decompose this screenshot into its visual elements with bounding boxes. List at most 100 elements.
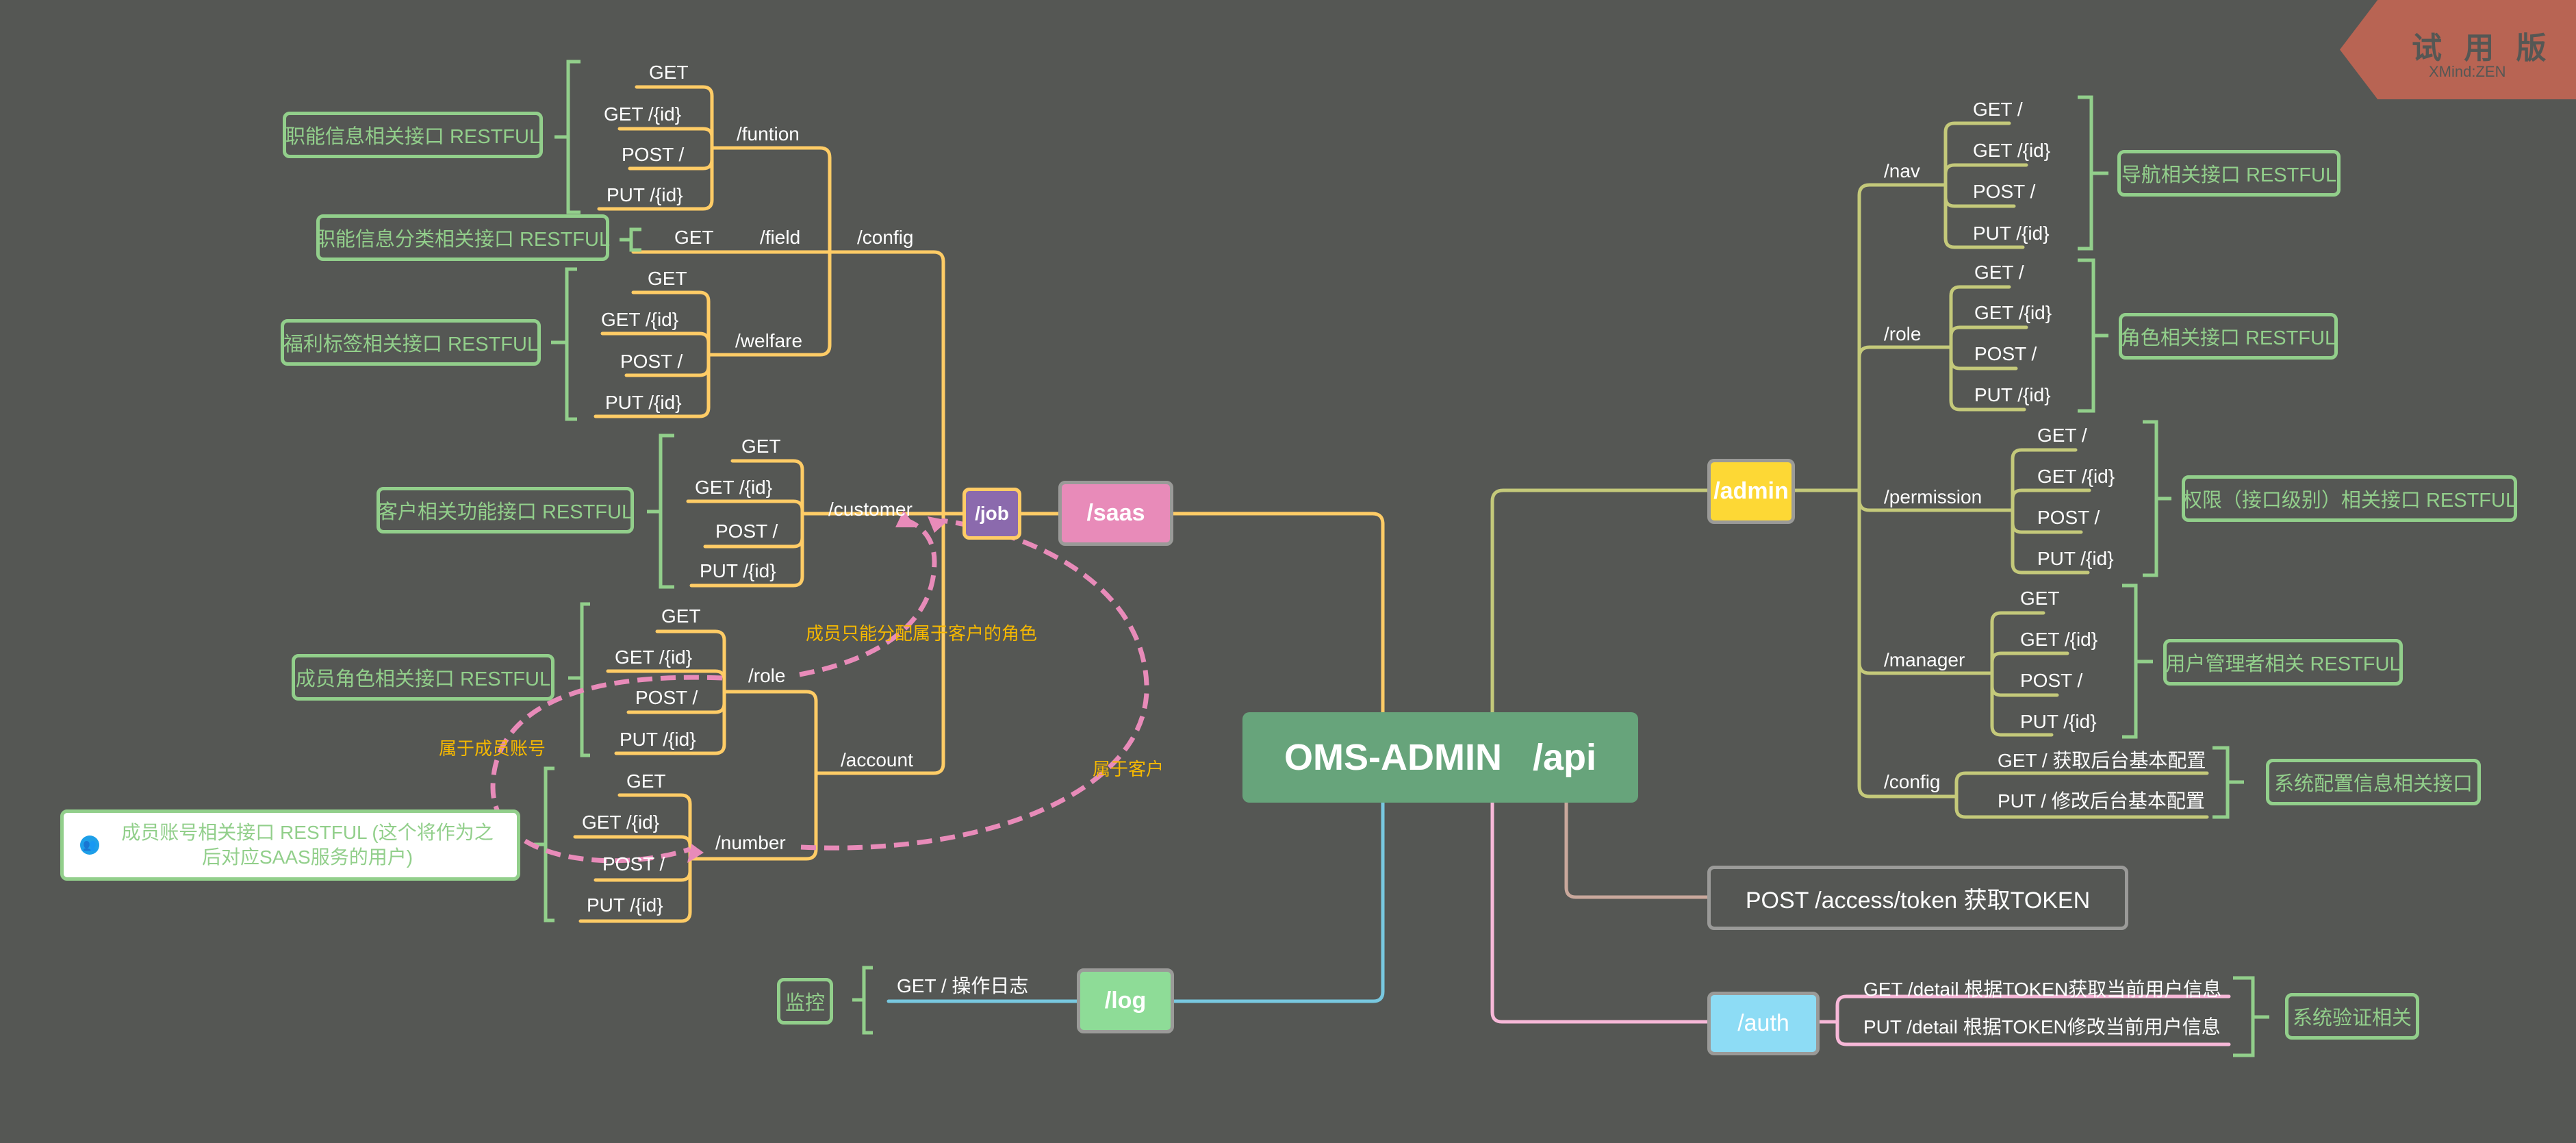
edge-root-auth: [1490, 799, 1711, 1024]
relation-label-role-number[interactable]: 属于成员账号: [439, 738, 546, 759]
summary-log[interactable]: 监控: [777, 978, 833, 1025]
edge-root-saas: [1170, 512, 1385, 714]
bracket-log: [852, 966, 873, 1035]
method-item[interactable]: GET: [649, 62, 689, 83]
method-item[interactable]: POST /: [2037, 507, 2100, 528]
summary-config[interactable]: 系统配置信息相关接口: [2266, 759, 2481, 805]
method-item[interactable]: PUT /{id}: [2020, 711, 2097, 732]
method-item[interactable]: GET /{id}: [2020, 629, 2098, 650]
job-customer-label[interactable]: /customer: [828, 499, 913, 520]
job-funtion-label[interactable]: /funtion: [737, 123, 800, 145]
method-item[interactable]: GET: [674, 227, 714, 248]
job-account-label[interactable]: /account: [841, 749, 913, 770]
auth-node[interactable]: /auth: [1707, 992, 1820, 1055]
admin-permission-label[interactable]: /permission: [1884, 486, 1982, 507]
method-item[interactable]: GET /{id}: [615, 646, 693, 668]
method-item[interactable]: GET /: [1973, 99, 2023, 120]
summary-permission[interactable]: 权限（接口级别）相关接口 RESTFUL: [2182, 475, 2517, 522]
edge-root-log: [1170, 799, 1385, 1003]
bracket-customer: [647, 434, 674, 589]
method-item[interactable]: POST /: [622, 144, 685, 165]
method-item[interactable]: PUT /{id}: [700, 560, 776, 581]
summary-customer[interactable]: 客户相关功能接口 RESTFUL: [377, 487, 634, 533]
summary-role[interactable]: 成员角色相关接口 RESTFUL: [292, 654, 554, 701]
summary-number[interactable]: 👥 成员账号相关接口 RESTFUL (这个将作为之后对应SAAS服务的用户): [60, 809, 520, 881]
method-item[interactable]: POST /: [1973, 181, 2036, 202]
admin-nav-label[interactable]: /nav: [1884, 160, 1920, 181]
token-label: POST /access/token 获取TOKEN: [1745, 887, 2091, 914]
summary-funtion[interactable]: 职能信息相关接口 RESTFUL: [283, 112, 543, 158]
admin-config-label[interactable]: /config: [1884, 771, 1941, 792]
saas-node[interactable]: /saas: [1058, 481, 1173, 546]
method-item[interactable]: GET /{id}: [2037, 466, 2115, 487]
edge-config-funtion: [710, 146, 832, 254]
method-item[interactable]: GET: [648, 268, 687, 289]
method-item[interactable]: GET /detail 根据TOKEN获取当前用户信息: [1863, 979, 2222, 1000]
summary-auth[interactable]: 系统验证相关: [2285, 993, 2419, 1040]
admin-node[interactable]: /admin: [1707, 459, 1795, 524]
method-item[interactable]: GET /{id}: [1974, 302, 2052, 323]
method-item[interactable]: PUT /{id}: [587, 894, 663, 916]
admin-manager-label[interactable]: /manager: [1884, 649, 1965, 670]
watermark-title: 试 用 版: [2412, 32, 2553, 65]
summary-field[interactable]: 职能信息分类相关接口 RESTFUL: [316, 214, 610, 261]
log-node[interactable]: /log: [1077, 968, 1174, 1033]
job-field-label[interactable]: /field: [760, 227, 801, 248]
method-item[interactable]: GET /{id}: [695, 477, 773, 498]
method-item[interactable]: PUT /{id}: [2037, 548, 2114, 569]
summary-welfare[interactable]: 福利标签相关接口 RESTFUL: [281, 319, 541, 366]
method-item[interactable]: PUT /{id}: [620, 729, 696, 750]
token-node[interactable]: POST /access/token 获取TOKEN: [1707, 866, 2128, 930]
watermark-subtitle: XMind:ZEN: [2429, 63, 2506, 80]
summary-manager[interactable]: 用户管理者相关 RESTFUL: [2163, 639, 2403, 686]
job-welfare-label[interactable]: /welfare: [735, 330, 803, 351]
method-item[interactable]: GET / 获取后台基本配置: [1998, 750, 2206, 771]
method-item[interactable]: GET /: [2037, 425, 2087, 446]
method-item[interactable]: GET: [626, 770, 666, 792]
job-label: /job: [975, 503, 1009, 524]
method-item[interactable]: PUT /{id}: [605, 392, 682, 413]
method-item[interactable]: GET: [2020, 588, 2060, 609]
arrow-head-number: [687, 844, 704, 863]
root-label: OMS-ADMIN /api: [1284, 737, 1596, 778]
method-item[interactable]: GET /: [1974, 262, 2024, 283]
relation-label-number-customer[interactable]: 属于客户: [1093, 759, 1164, 779]
method-item[interactable]: POST /: [602, 853, 665, 875]
edge-config-welfare: [706, 250, 832, 357]
summary-admin-role[interactable]: 角色相关接口 RESTFUL: [2119, 313, 2338, 360]
edge-account-role: [722, 690, 818, 775]
method-item[interactable]: GET / 操作日志: [897, 975, 1029, 996]
method-item[interactable]: GET /{id}: [582, 812, 660, 833]
method-item[interactable]: GET /{id}: [1973, 140, 2051, 161]
admin-role-label[interactable]: /role: [1884, 323, 1922, 344]
bracket-number: [534, 766, 554, 922]
edge-root-admin: [1490, 488, 1711, 714]
method-item[interactable]: PUT /{id}: [1973, 223, 2050, 244]
job-role-label[interactable]: /role: [748, 665, 786, 686]
method-item[interactable]: POST /: [620, 351, 683, 372]
job-config-label[interactable]: /config: [857, 227, 914, 248]
method-item[interactable]: POST /: [635, 687, 698, 708]
job-number-label[interactable]: /number: [715, 832, 786, 853]
method-item[interactable]: GET: [741, 436, 781, 457]
root-node[interactable]: OMS-ADMIN /api: [1242, 712, 1638, 803]
method-item[interactable]: PUT /{id}: [1974, 384, 2051, 405]
method-item[interactable]: POST /: [1974, 343, 2037, 364]
method-item[interactable]: PUT /{id}: [607, 184, 683, 205]
arrow-head-customer-1: [895, 510, 916, 527]
job-node[interactable]: /job: [962, 488, 1021, 540]
admin-label: /admin: [1713, 478, 1789, 504]
method-item[interactable]: POST /: [2020, 670, 2083, 691]
method-item[interactable]: POST /: [715, 520, 778, 542]
method-item[interactable]: GET /{id}: [604, 103, 682, 125]
bracket-permission: [2143, 420, 2171, 577]
summary-nav[interactable]: 导航相关接口 RESTFUL: [2117, 150, 2341, 197]
method-item[interactable]: GET /{id}: [601, 309, 679, 330]
relation-label-role-customer[interactable]: 成员只能分配属于客户的角色: [806, 623, 1038, 644]
method-item[interactable]: GET: [661, 605, 701, 627]
relation-role-number: [490, 675, 723, 864]
method-item[interactable]: PUT /detail 根据TOKEN修改当前用户信息: [1863, 1016, 2221, 1038]
method-item[interactable]: PUT / 修改后台基本配置: [1998, 790, 2205, 812]
bracket-funtion: [554, 60, 581, 214]
log-label: /log: [1104, 988, 1147, 1014]
